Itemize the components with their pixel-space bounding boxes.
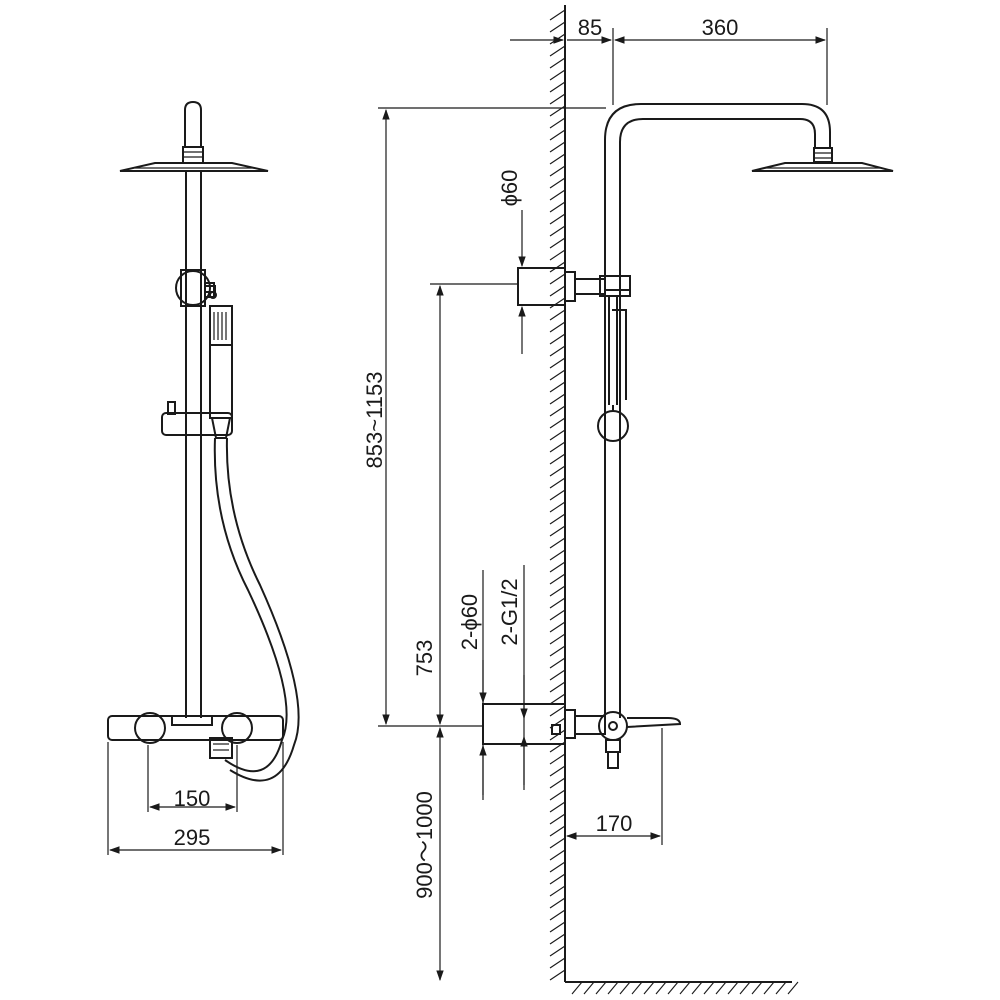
side-riser-arm (604, 103, 831, 718)
front-dimensions: 150 295 (107, 742, 284, 855)
dim-inlet-thread: 2-G1/2 (497, 578, 522, 645)
dim-height-range: 853~1153 (362, 372, 387, 469)
wall (549, 5, 799, 995)
front-hose (213, 437, 300, 782)
dim-arm-reach: 360 (702, 15, 739, 40)
dim-spout-projection: 170 (596, 811, 633, 836)
dim-mixer-width: 295 (174, 825, 211, 850)
front-shower-head (119, 100, 269, 172)
front-mixer-body (107, 712, 284, 759)
side-mixer (482, 703, 682, 769)
dim-inlet-spacing: 150 (174, 786, 211, 811)
dim-flange-diameter: ϕ60 (497, 170, 522, 207)
front-view: 150 295 (107, 100, 300, 855)
side-shower-head (751, 147, 894, 172)
dim-floor-height: 900～1000 (412, 791, 437, 899)
front-riser-rod (185, 171, 202, 718)
front-diverter (175, 269, 217, 307)
side-dimensions: 85 360 ϕ60 853~1153 753 900～1000 2-ϕ60 (362, 15, 828, 982)
dim-753: 753 (412, 640, 437, 677)
front-slide-holder (161, 401, 233, 436)
dim-wall-offset: 85 (578, 15, 602, 40)
side-view: 85 360 ϕ60 853~1153 753 900～1000 2-ϕ60 (362, 15, 894, 982)
dim-inlet-flanges: 2-ϕ60 (457, 594, 482, 650)
side-hand-shower (597, 296, 629, 442)
side-wall-bracket (517, 267, 631, 306)
wall-hatching (549, 9, 799, 995)
front-hand-shower (209, 305, 233, 439)
